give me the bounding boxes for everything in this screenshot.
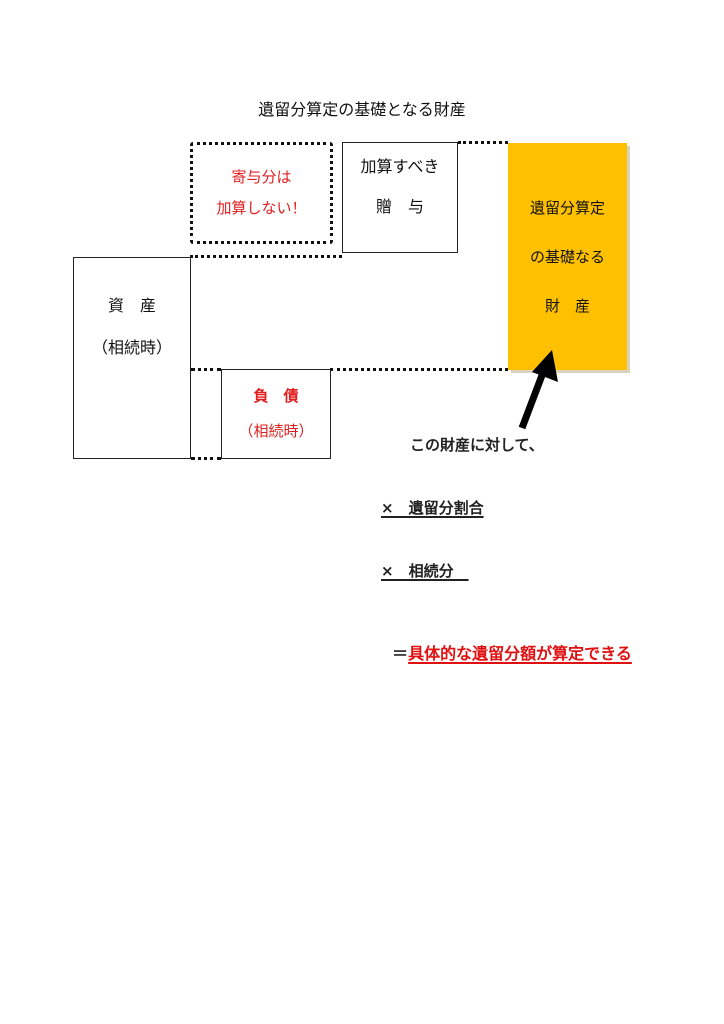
calc-step-inheritance-share: × 相続分 (381, 562, 469, 580)
calc-result-prefix: ＝ (392, 644, 409, 663)
assets-box: 資 産 （相続時） (73, 257, 191, 459)
dotted-connector-lower-left (191, 368, 221, 371)
basis-line1: 遺留分算定 (529, 199, 605, 217)
calc-result-text: 具体的な遺留分額が算定できる (408, 644, 632, 663)
gift-box: 加算すべき 贈 与 (342, 142, 458, 253)
dotted-connector-lower-right (330, 368, 508, 371)
basis-line3: 財 産 (544, 297, 590, 315)
calc-step-reserved-ratio: × 遺留分割合 (381, 499, 484, 517)
dotted-connector-top (458, 141, 508, 144)
gift-line2: 贈 与 (375, 197, 424, 216)
contribution-line1: 寄与分は (231, 168, 292, 186)
contribution-line2: 加算しない！ (216, 199, 307, 217)
basis-property-box: 遺留分算定 の基礎なる 財 産 (508, 143, 627, 370)
liabilities-line1: 負 債 (253, 387, 299, 405)
diagram-title: 遺留分算定の基礎となる財産 (258, 100, 466, 119)
assets-line1: 資 産 (107, 296, 156, 315)
dotted-connector-bottom (191, 457, 221, 460)
calc-intro: この財産に対して、 (410, 436, 544, 454)
liabilities-box: 負 債 （相続時） (221, 369, 331, 459)
basis-line2: の基礎なる (529, 248, 605, 266)
calc-result: ＝具体的な遺留分額が算定できる (381, 621, 632, 664)
gift-line1: 加算すべき (360, 157, 440, 176)
contribution-box: 寄与分は 加算しない！ (190, 142, 333, 244)
arrow-up-right-icon (518, 350, 558, 430)
assets-line2: （相続時） (91, 338, 172, 357)
dotted-connector-mid (190, 255, 342, 258)
liabilities-line2: （相続時） (238, 422, 314, 440)
